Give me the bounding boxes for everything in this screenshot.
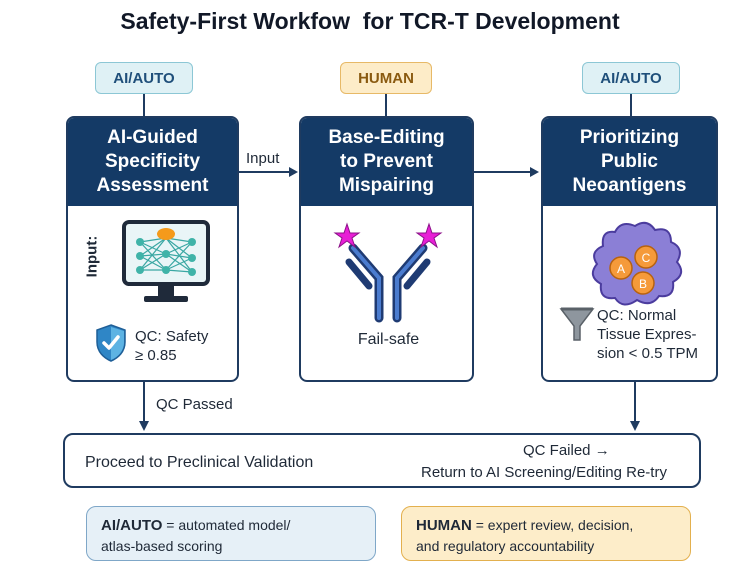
proceed-text: Proceed to Preclinical Validation (85, 454, 314, 471)
card-2-title-line2: to Prevent (340, 151, 433, 172)
qc-normal-line3: sion < 0.5 TPM (597, 345, 699, 362)
card-3-header: Prioritizing Public Neoantigens (543, 118, 716, 206)
filter-funnel-icon (559, 307, 595, 341)
card-1-header: AI-Guided Specificity Assessment (68, 118, 237, 206)
card-2-title-line1: Base-Editing (328, 127, 445, 148)
shield-check-icon (96, 324, 126, 362)
qc-failed-text: QC Failed → (523, 442, 610, 459)
antigen-c-label: C (642, 251, 651, 265)
qc-normal-line1: QC: Normal (597, 307, 677, 324)
antibody-tcr-icon (333, 222, 443, 323)
input-vertical-label: Input: (83, 235, 101, 278)
card-public-neoantigens: Prioritizing Public Neoantigens A C B QC… (541, 116, 718, 382)
qc-normal-line2: Tissue Expres- (597, 326, 697, 343)
legend-human-key: HUMAN (416, 517, 472, 534)
card-3-title-line2: Public (600, 151, 658, 172)
arrow-input-label: Input (246, 150, 280, 167)
card-base-editing: Base-Editing to Prevent Mispairing Fail-… (299, 116, 474, 382)
tag-human: HUMAN (340, 62, 432, 94)
legend-human-text2: and regulatory accountability (416, 538, 595, 554)
card-2-title-line3: Mispairing (338, 175, 434, 196)
antigen-a-label: A (617, 262, 625, 276)
legend-ai-key: AI/AUTO (101, 517, 163, 534)
tumor-cell-icon: A C B (591, 221, 683, 306)
legend-human-text1: = expert review, decision, (471, 517, 634, 533)
card-1-title-line1: AI-Guided (107, 127, 198, 148)
card-3-title-line1: Prioritizing (579, 127, 680, 148)
return-text: Return to AI Screening/Editing Re-try (421, 464, 667, 481)
tag-ai-auto-2: AI/AUTO (582, 62, 680, 94)
legend-ai-text1: = automated model/ (162, 517, 291, 533)
legend-ai-text2: atlas-based scoring (101, 538, 223, 554)
card-1-title-line3: Assessment (96, 175, 209, 196)
proceed-box: Proceed to Preclinical Validation QC Fai… (63, 433, 701, 488)
card-ai-specificity: AI-Guided Specificity Assessment Input: (66, 116, 239, 382)
qc-safety-line2: ≥ 0.85 (135, 347, 177, 364)
tag-ai-auto-1: AI/AUTO (95, 62, 193, 94)
card-3-title-line3: Neoantigens (572, 175, 687, 196)
qc-passed-label: QC Passed (156, 396, 233, 413)
qc-safety-line1: QC: Safety (135, 328, 209, 345)
card-1-title-line2: Specificity (104, 151, 201, 172)
card-2-header: Base-Editing to Prevent Mispairing (301, 118, 472, 206)
fail-safe-label: Fail-safe (357, 331, 420, 348)
legend-ai-auto: AI/AUTO = automated model/ atlas-based s… (86, 506, 376, 561)
legend-human: HUMAN = expert review, decision, and reg… (401, 506, 691, 561)
antigen-b-label: B (639, 277, 647, 291)
diagram-title: Safety-First Workfow for TCR-T Developme… (120, 8, 620, 34)
monitor-neural-network-icon (122, 220, 210, 302)
